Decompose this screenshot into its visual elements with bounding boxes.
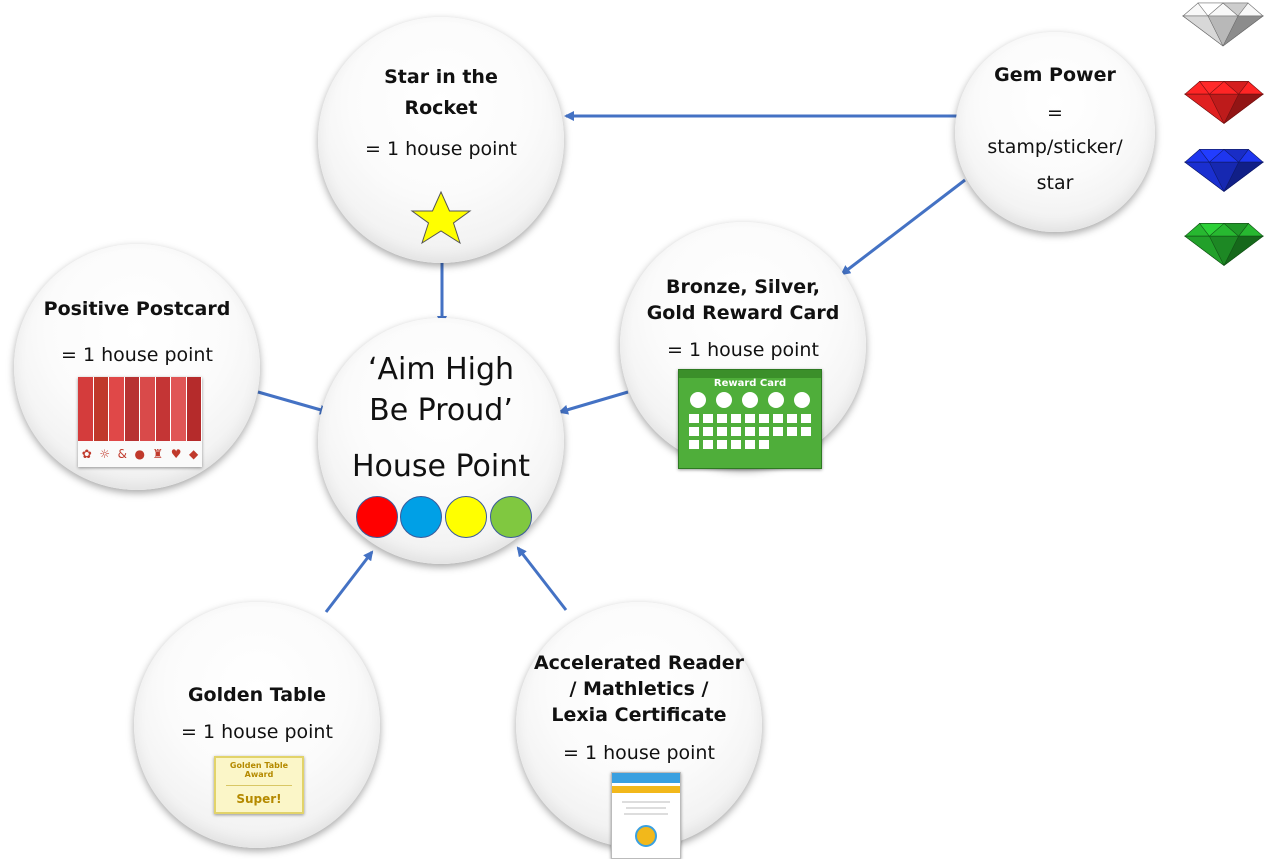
postcard-value-column <box>124 377 140 441</box>
postcard-value-column <box>109 377 125 441</box>
gem-icon <box>1184 149 1264 192</box>
gem-icon <box>1182 2 1264 47</box>
house-color-blue-dot <box>400 496 442 538</box>
house-color-green-dot <box>490 496 532 538</box>
golden-table-title: Golden Table <box>187 684 327 706</box>
arrow-accelerated-to-center <box>516 546 568 611</box>
gem-power-line3: star <box>1036 172 1074 194</box>
postcard-value-column <box>78 377 94 441</box>
reward-card-title-1: Bronze, Silver, <box>666 276 820 298</box>
gem-power-equals: = <box>1047 102 1063 124</box>
arrow-golden-to-center <box>324 550 374 613</box>
arrow-postcard-to-center <box>257 390 330 415</box>
reward-card-image: Reward Card <box>678 369 822 469</box>
node-gem-power <box>955 32 1155 232</box>
golden-table-cert-word: Super! <box>236 792 282 806</box>
golden-table-value: = 1 house point <box>181 721 333 743</box>
accelerated-title-2: / Mathletics / <box>569 678 709 700</box>
reward-card-heading: Reward Card <box>713 378 787 389</box>
center-line-2: Be Proud’ <box>369 393 513 428</box>
arrow-reward-to-center <box>558 390 629 415</box>
gem-power-line2: stamp/sticker/ <box>987 136 1123 158</box>
postcard-value-column <box>93 377 109 441</box>
postcard-value-column <box>171 377 187 441</box>
star-icon <box>410 190 472 245</box>
reward-card-value: = 1 house point <box>667 339 819 361</box>
gem-icon <box>1184 81 1264 124</box>
house-color-red-dot <box>356 496 398 538</box>
accelerated-title-1: Accelerated Reader <box>533 652 745 674</box>
golden-table-certificate: Golden Table Award Super! <box>214 756 304 814</box>
positive-postcard-title: Positive Postcard <box>43 298 231 320</box>
postcard-value-column <box>155 377 171 441</box>
star-rocket-title-1: Star in the <box>384 66 498 88</box>
accelerated-certificate <box>611 772 681 859</box>
accelerated-value: = 1 house point <box>563 742 715 764</box>
arrow-gem-to-reward <box>840 178 966 276</box>
postcard-image: ✿☼&●♜♥◆ <box>78 377 202 467</box>
golden-table-cert-title: Golden Table Award <box>229 761 289 779</box>
reward-card-title-2: Gold Reward Card <box>646 302 840 324</box>
star-rocket-title-2: Rocket <box>404 97 478 119</box>
center-line-3: House Point <box>351 449 531 484</box>
gem-icon <box>1184 223 1264 266</box>
postcard-value-column <box>186 377 202 441</box>
postcard-value-column <box>140 377 156 441</box>
house-color-yellow-dot <box>445 496 487 538</box>
center-line-1: ‘Aim High <box>367 352 515 387</box>
accelerated-title-3: Lexia Certificate <box>551 704 727 726</box>
star-rocket-value: = 1 house point <box>365 138 517 160</box>
gem-power-title: Gem Power <box>994 64 1116 86</box>
positive-postcard-value: = 1 house point <box>61 344 213 366</box>
